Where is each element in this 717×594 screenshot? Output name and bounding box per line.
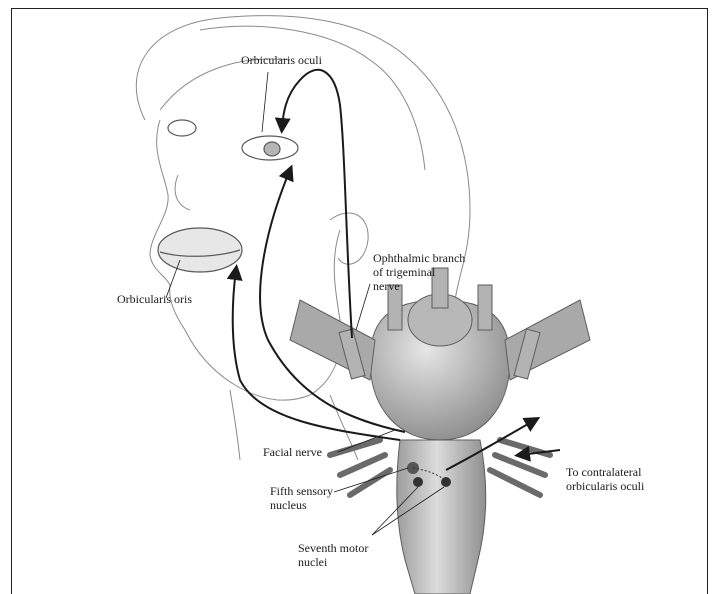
- left-eye: [168, 120, 196, 136]
- right-lower-roots: [490, 440, 550, 495]
- label-fifth-sensory-line-2: nucleus: [270, 498, 333, 512]
- label-ophthalmic-line-2: of trigeminal: [373, 265, 465, 279]
- label-ophthalmic-branch: Ophthalmic branch of trigeminal nerve: [373, 251, 465, 293]
- label-seventh-motor-line-1: Seventh motor: [298, 541, 368, 555]
- label-contralateral: To contralateral orbicularis oculi: [566, 465, 644, 493]
- hair-inner: [200, 26, 425, 170]
- leader-ophthalmic: [356, 284, 370, 330]
- label-seventh-motor-nuclei: Seventh motor nuclei: [298, 541, 368, 569]
- seventh-motor-nucleus-left: [413, 477, 423, 487]
- orbicularis-oris-muscle: [158, 228, 242, 272]
- left-lower-roots: [330, 440, 390, 495]
- label-fifth-sensory-nucleus: Fifth sensory nucleus: [270, 484, 333, 512]
- nose: [175, 175, 190, 210]
- label-ophthalmic-line-3: nerve: [373, 279, 465, 293]
- leader-orbicularis-oculi: [262, 72, 268, 132]
- right-root-1: [478, 285, 492, 330]
- label-facial-nerve: Facial nerve: [263, 445, 322, 459]
- trigeminal-afferent-pathway: [282, 70, 352, 338]
- right-iris: [264, 142, 280, 156]
- facial-features: [158, 120, 298, 272]
- label-contralateral-line-2: orbicularis oculi: [566, 479, 644, 493]
- label-fifth-sensory-line-1: Fifth sensory: [270, 484, 333, 498]
- label-seventh-motor-line-2: nuclei: [298, 555, 368, 569]
- label-orbicularis-oculi: Orbicularis oculi: [241, 53, 322, 67]
- label-orbicularis-oris: Orbicularis oris: [117, 292, 192, 306]
- neck-left: [230, 390, 240, 460]
- ear: [330, 213, 368, 264]
- label-contralateral-line-1: To contralateral: [566, 465, 644, 479]
- label-ophthalmic-line-1: Ophthalmic branch: [373, 251, 465, 265]
